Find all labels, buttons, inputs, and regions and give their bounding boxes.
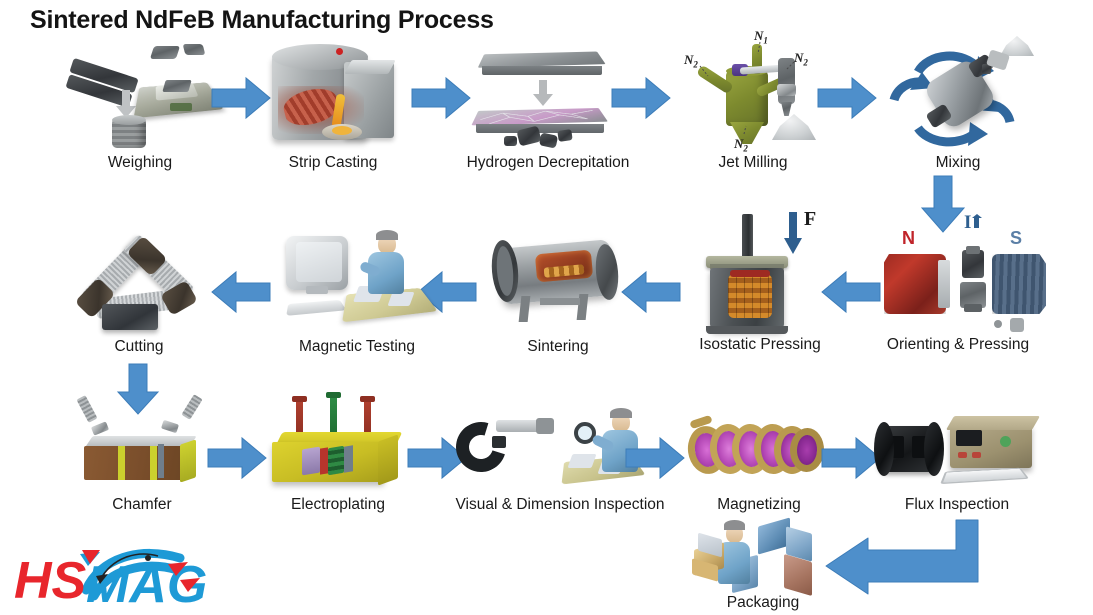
process-step-magnetic-testing[interactable]: Magnetic Testing <box>272 228 442 364</box>
step-label: Flux Inspection <box>904 496 1010 513</box>
jet-mill-gas-label-right: N2 <box>794 50 808 68</box>
step-label: Hydrogen Decrepitation <box>466 154 630 171</box>
step-label: Magnetic Testing <box>298 338 416 355</box>
north-pole-label: N <box>902 228 915 248</box>
process-step-strip-casting[interactable]: Strip Casting <box>258 40 408 180</box>
process-step-hydrogen-decrepitation[interactable]: Hydrogen Decrepitation <box>448 40 648 180</box>
step-label: Visual & Dimension Inspection <box>455 496 665 513</box>
weighing-scale-icon <box>60 40 225 152</box>
flow-arrow-down <box>116 363 160 415</box>
computer-operator-icon <box>272 228 442 336</box>
flow-arrow-right <box>211 76 271 120</box>
magnetizing-coil-icon <box>684 410 834 494</box>
current-label: I <box>964 212 972 233</box>
flow-arrow-elbow-down-left <box>818 519 979 602</box>
south-pole-label: S <box>1010 228 1023 248</box>
flow-arrow-left <box>821 270 881 314</box>
step-label: Packaging <box>726 594 800 611</box>
page-title: Sintered NdFeB Manufacturing Process <box>30 6 494 34</box>
process-step-orienting-pressing[interactable]: N S I Orienting & Pressing <box>868 212 1048 362</box>
process-step-isostatic-pressing[interactable]: F Isostatic Pressing <box>680 208 840 362</box>
process-step-jet-milling[interactable]: N2 N1 N2 N2 Jet Milling <box>678 28 828 180</box>
current-arrow-icon <box>972 214 982 228</box>
force-arrow-icon <box>784 212 802 254</box>
process-step-sintering[interactable]: Sintering <box>478 232 638 364</box>
step-label: Cutting <box>114 338 164 355</box>
process-step-magnetizing[interactable]: Magnetizing <box>684 410 834 520</box>
casting-furnace-icon <box>258 40 408 152</box>
process-step-chamfer[interactable]: Chamfer <box>62 394 222 520</box>
flow-arrow-right <box>611 76 671 120</box>
step-label: Weighing <box>107 154 173 171</box>
fluxmeter-icon <box>872 410 1042 494</box>
flow-arrow-right <box>625 436 685 480</box>
mixer-icon <box>878 24 1038 152</box>
chamfer-blocks-icon <box>62 394 222 494</box>
down-hint-arrow-icon <box>533 80 553 106</box>
jet-mill-gas-label-top: N1 <box>754 28 768 46</box>
hsmag-logo: HS MAG <box>8 532 208 614</box>
magnet-press-icon: N S I <box>868 212 1048 334</box>
process-step-flux-inspection[interactable]: Flux Inspection <box>872 410 1042 520</box>
flow-arrow-left <box>211 270 271 314</box>
process-step-weighing[interactable]: Weighing <box>60 40 225 180</box>
step-label: Sintering <box>527 338 589 355</box>
flow-arrow-down <box>920 175 966 233</box>
flow-arrow-left <box>621 270 681 314</box>
isostatic-press-icon: F <box>680 208 840 334</box>
flow-arrow-right <box>821 436 881 480</box>
step-label: Magnetizing <box>717 496 801 513</box>
process-step-cutting[interactable]: Cutting <box>64 228 214 364</box>
step-label: Electroplating <box>291 496 385 513</box>
jet-mill-gas-label-bottom: N2 <box>734 136 748 154</box>
jet-mill-gas-label-left: N2 <box>684 52 698 70</box>
logo-text-hs: HS <box>14 552 87 610</box>
step-label: Mixing <box>935 154 981 171</box>
process-step-mixing[interactable]: Mixing <box>878 24 1038 180</box>
step-label: Orienting & Pressing <box>886 336 1030 353</box>
cutting-machine-icon <box>64 228 214 336</box>
sintering-furnace-icon <box>478 232 638 336</box>
flow-arrow-right <box>207 436 267 480</box>
force-label: F <box>804 208 817 230</box>
flow-arrow-right <box>407 436 467 480</box>
step-label: Jet Milling <box>718 154 788 171</box>
process-step-packaging[interactable]: Packaging <box>688 517 838 614</box>
packaging-boxes-icon <box>688 517 838 597</box>
step-label: Isostatic Pressing <box>699 336 821 353</box>
step-label: Strip Casting <box>288 154 378 171</box>
flow-arrow-right <box>817 76 877 120</box>
process-step-electroplating[interactable]: Electroplating <box>258 388 418 520</box>
crushed-slab-icon <box>448 40 648 152</box>
down-hint-arrow-icon <box>116 90 136 118</box>
step-label: Chamfer <box>112 496 172 513</box>
plating-bath-icon <box>258 388 418 494</box>
jet-mill-icon: N2 N1 N2 N2 <box>678 28 828 154</box>
flow-arrow-right <box>411 76 471 120</box>
